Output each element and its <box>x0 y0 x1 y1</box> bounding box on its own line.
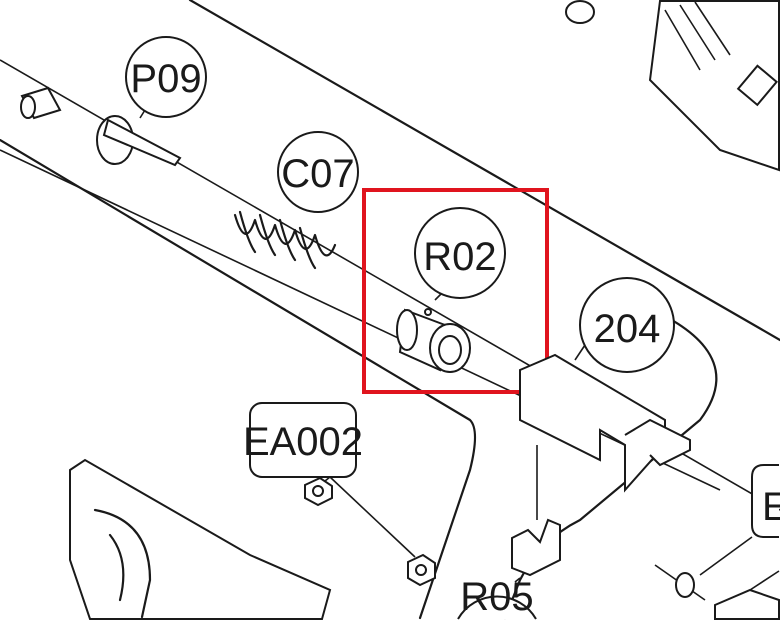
spring-c07-part <box>233 210 337 270</box>
callout-r02 <box>414 207 506 299</box>
label-e-partial: E <box>762 485 780 529</box>
e-clip-part <box>675 572 695 598</box>
clip-r05-part <box>511 518 561 577</box>
label-ea002: EA002 <box>243 420 363 464</box>
bracket-204-part <box>519 353 691 493</box>
label-p09: P09 <box>130 57 201 101</box>
label-c07: C07 <box>281 152 354 196</box>
callout-204 <box>579 277 675 373</box>
callout-e-partial <box>751 464 779 538</box>
callout-ea002 <box>249 402 357 478</box>
receiver-outline-left <box>0 138 477 620</box>
lower-frame-part <box>69 458 332 620</box>
label-204: 204 <box>594 307 661 351</box>
bushing-r02-part <box>396 308 471 373</box>
nut-part <box>304 476 436 587</box>
callout-p09 <box>125 36 207 118</box>
bushing-partial-part <box>714 588 780 620</box>
label-r02: R02 <box>423 235 496 279</box>
clip-p09-part <box>96 115 182 167</box>
callout-c07 <box>277 131 359 213</box>
callout-r05 <box>457 595 537 620</box>
label-r05: R05 <box>460 575 533 619</box>
pin-part <box>20 86 62 120</box>
highlight-box-r02 <box>362 188 549 394</box>
receiver-outline-top <box>188 0 780 342</box>
barrel-nut-part <box>565 0 780 172</box>
